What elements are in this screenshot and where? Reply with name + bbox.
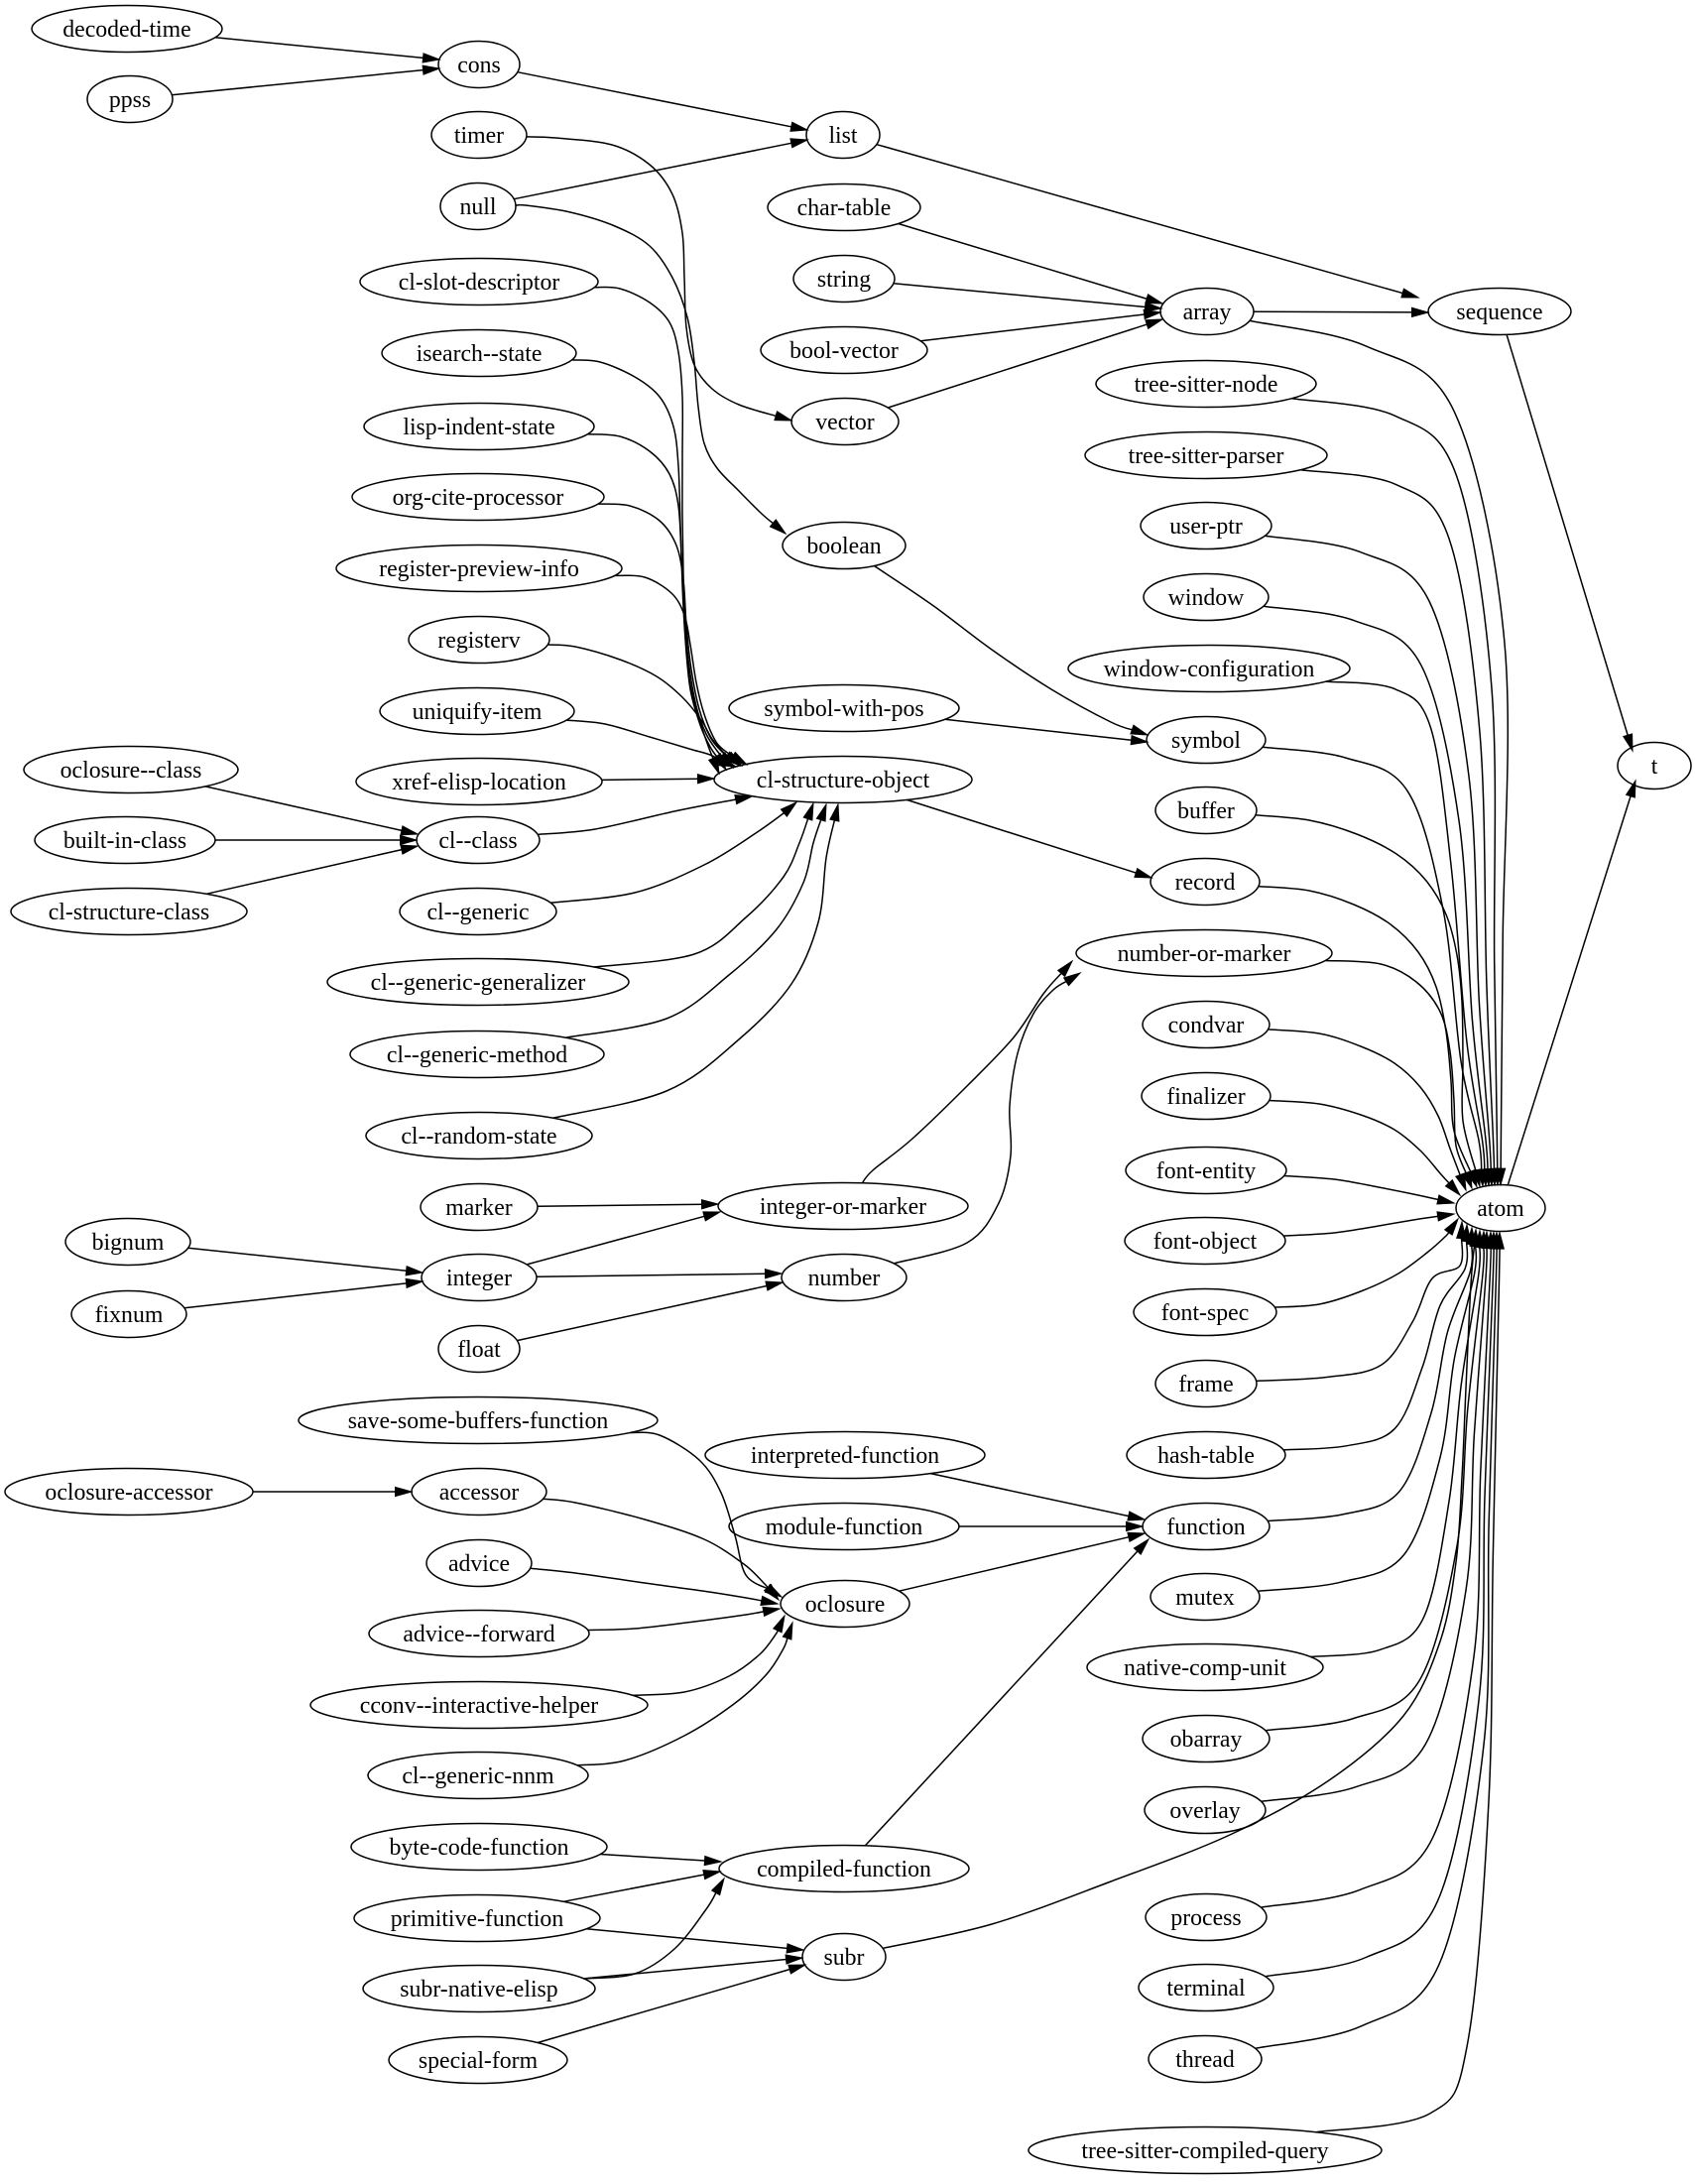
svg-text:frame: frame	[1178, 1372, 1233, 1397]
svg-text:number: number	[808, 1266, 881, 1291]
svg-text:cl--generic-method: cl--generic-method	[387, 1042, 567, 1068]
svg-text:t: t	[1651, 754, 1658, 780]
svg-text:finalizer: finalizer	[1166, 1084, 1245, 1110]
svg-text:cl--class: cl--class	[438, 828, 517, 854]
svg-text:marker: marker	[445, 1195, 512, 1221]
svg-text:module-function: module-function	[766, 1515, 923, 1540]
svg-text:built-in-class: built-in-class	[63, 828, 186, 854]
svg-text:cl--random-state: cl--random-state	[401, 1124, 556, 1150]
svg-text:symbol: symbol	[1171, 728, 1241, 754]
svg-text:isearch--state: isearch--state	[417, 341, 543, 367]
svg-text:oclosure--class: oclosure--class	[61, 758, 202, 784]
svg-text:integer: integer	[446, 1266, 512, 1291]
svg-text:char-table: char-table	[797, 195, 892, 221]
svg-text:tree-sitter-node: tree-sitter-node	[1135, 372, 1278, 398]
svg-text:process: process	[1170, 1905, 1241, 1931]
svg-text:lisp-indent-state: lisp-indent-state	[403, 415, 554, 440]
svg-text:uniquify-item: uniquify-item	[413, 699, 543, 725]
svg-text:terminal: terminal	[1166, 1976, 1246, 2002]
svg-text:oclosure-accessor: oclosure-accessor	[45, 1480, 212, 1506]
svg-text:thread: thread	[1175, 2047, 1235, 2073]
svg-text:overlay: overlay	[1169, 1798, 1240, 1824]
svg-text:font-object: font-object	[1153, 1229, 1258, 1255]
svg-text:condvar: condvar	[1168, 1013, 1245, 1038]
svg-text:bignum: bignum	[92, 1230, 165, 1256]
svg-text:window: window	[1168, 585, 1245, 611]
svg-text:cl--generic-generalizer: cl--generic-generalizer	[371, 970, 586, 996]
svg-text:buffer: buffer	[1177, 798, 1235, 824]
svg-text:tree-sitter-parser: tree-sitter-parser	[1129, 443, 1284, 469]
svg-text:register-preview-info: register-preview-info	[379, 556, 579, 582]
svg-text:compiled-function: compiled-function	[757, 1857, 931, 1882]
svg-text:org-cite-processor: org-cite-processor	[393, 485, 564, 511]
svg-text:obarray: obarray	[1170, 1727, 1243, 1753]
svg-text:user-ptr: user-ptr	[1169, 514, 1243, 540]
svg-text:number-or-marker: number-or-marker	[1118, 941, 1291, 967]
svg-text:primitive-function: primitive-function	[391, 1906, 564, 1932]
svg-text:vector: vector	[815, 410, 875, 435]
svg-text:hash-table: hash-table	[1157, 1443, 1255, 1469]
svg-text:float: float	[457, 1337, 501, 1363]
svg-text:timer: timer	[454, 123, 504, 149]
svg-text:byte-code-function: byte-code-function	[389, 1835, 568, 1861]
svg-text:cl-slot-descriptor: cl-slot-descriptor	[399, 270, 560, 296]
svg-text:ppss: ppss	[109, 87, 151, 113]
svg-text:interpreted-function: interpreted-function	[751, 1443, 939, 1469]
svg-text:mutex: mutex	[1175, 1585, 1235, 1611]
svg-text:advice--forward: advice--forward	[403, 1622, 554, 1647]
svg-text:oclosure: oclosure	[805, 1592, 886, 1618]
svg-text:bool-vector: bool-vector	[789, 338, 899, 364]
svg-text:atom: atom	[1477, 1196, 1524, 1222]
svg-text:xref-elisp-location: xref-elisp-location	[392, 770, 566, 795]
svg-text:array: array	[1183, 300, 1232, 325]
svg-text:registerv: registerv	[437, 628, 520, 654]
svg-text:cl--generic: cl--generic	[426, 900, 529, 925]
svg-text:font-entity: font-entity	[1156, 1158, 1257, 1184]
svg-text:font-spec: font-spec	[1161, 1300, 1250, 1326]
svg-text:function: function	[1166, 1515, 1245, 1540]
svg-text:cconv--interactive-helper: cconv--interactive-helper	[360, 1693, 599, 1719]
svg-text:integer-or-marker: integer-or-marker	[760, 1194, 926, 1220]
svg-text:subr: subr	[824, 1945, 865, 1971]
svg-text:cl-structure-object: cl-structure-object	[757, 768, 930, 793]
svg-text:special-form: special-form	[419, 2048, 539, 2074]
svg-text:record: record	[1175, 870, 1236, 896]
svg-text:advice: advice	[448, 1551, 510, 1577]
svg-text:list: list	[828, 123, 857, 149]
svg-text:save-some-buffers-function: save-some-buffers-function	[348, 1408, 609, 1434]
svg-text:boolean: boolean	[806, 534, 881, 559]
svg-text:subr-native-elisp: subr-native-elisp	[400, 1977, 557, 2002]
svg-text:cl-structure-class: cl-structure-class	[49, 900, 210, 925]
svg-text:fixnum: fixnum	[95, 1302, 164, 1328]
svg-text:accessor: accessor	[439, 1480, 520, 1506]
svg-text:symbol-with-pos: symbol-with-pos	[764, 696, 923, 722]
svg-text:tree-sitter-compiled-query: tree-sitter-compiled-query	[1081, 2138, 1328, 2164]
svg-text:decoded-time: decoded-time	[62, 17, 191, 43]
svg-text:window-configuration: window-configuration	[1104, 657, 1315, 682]
svg-text:native-comp-unit: native-comp-unit	[1124, 1655, 1286, 1681]
svg-text:cl--generic-nnm: cl--generic-nnm	[402, 1763, 554, 1789]
svg-text:cons: cons	[457, 53, 501, 78]
svg-text:sequence: sequence	[1456, 300, 1542, 325]
svg-text:null: null	[459, 194, 496, 220]
svg-text:string: string	[817, 267, 871, 293]
